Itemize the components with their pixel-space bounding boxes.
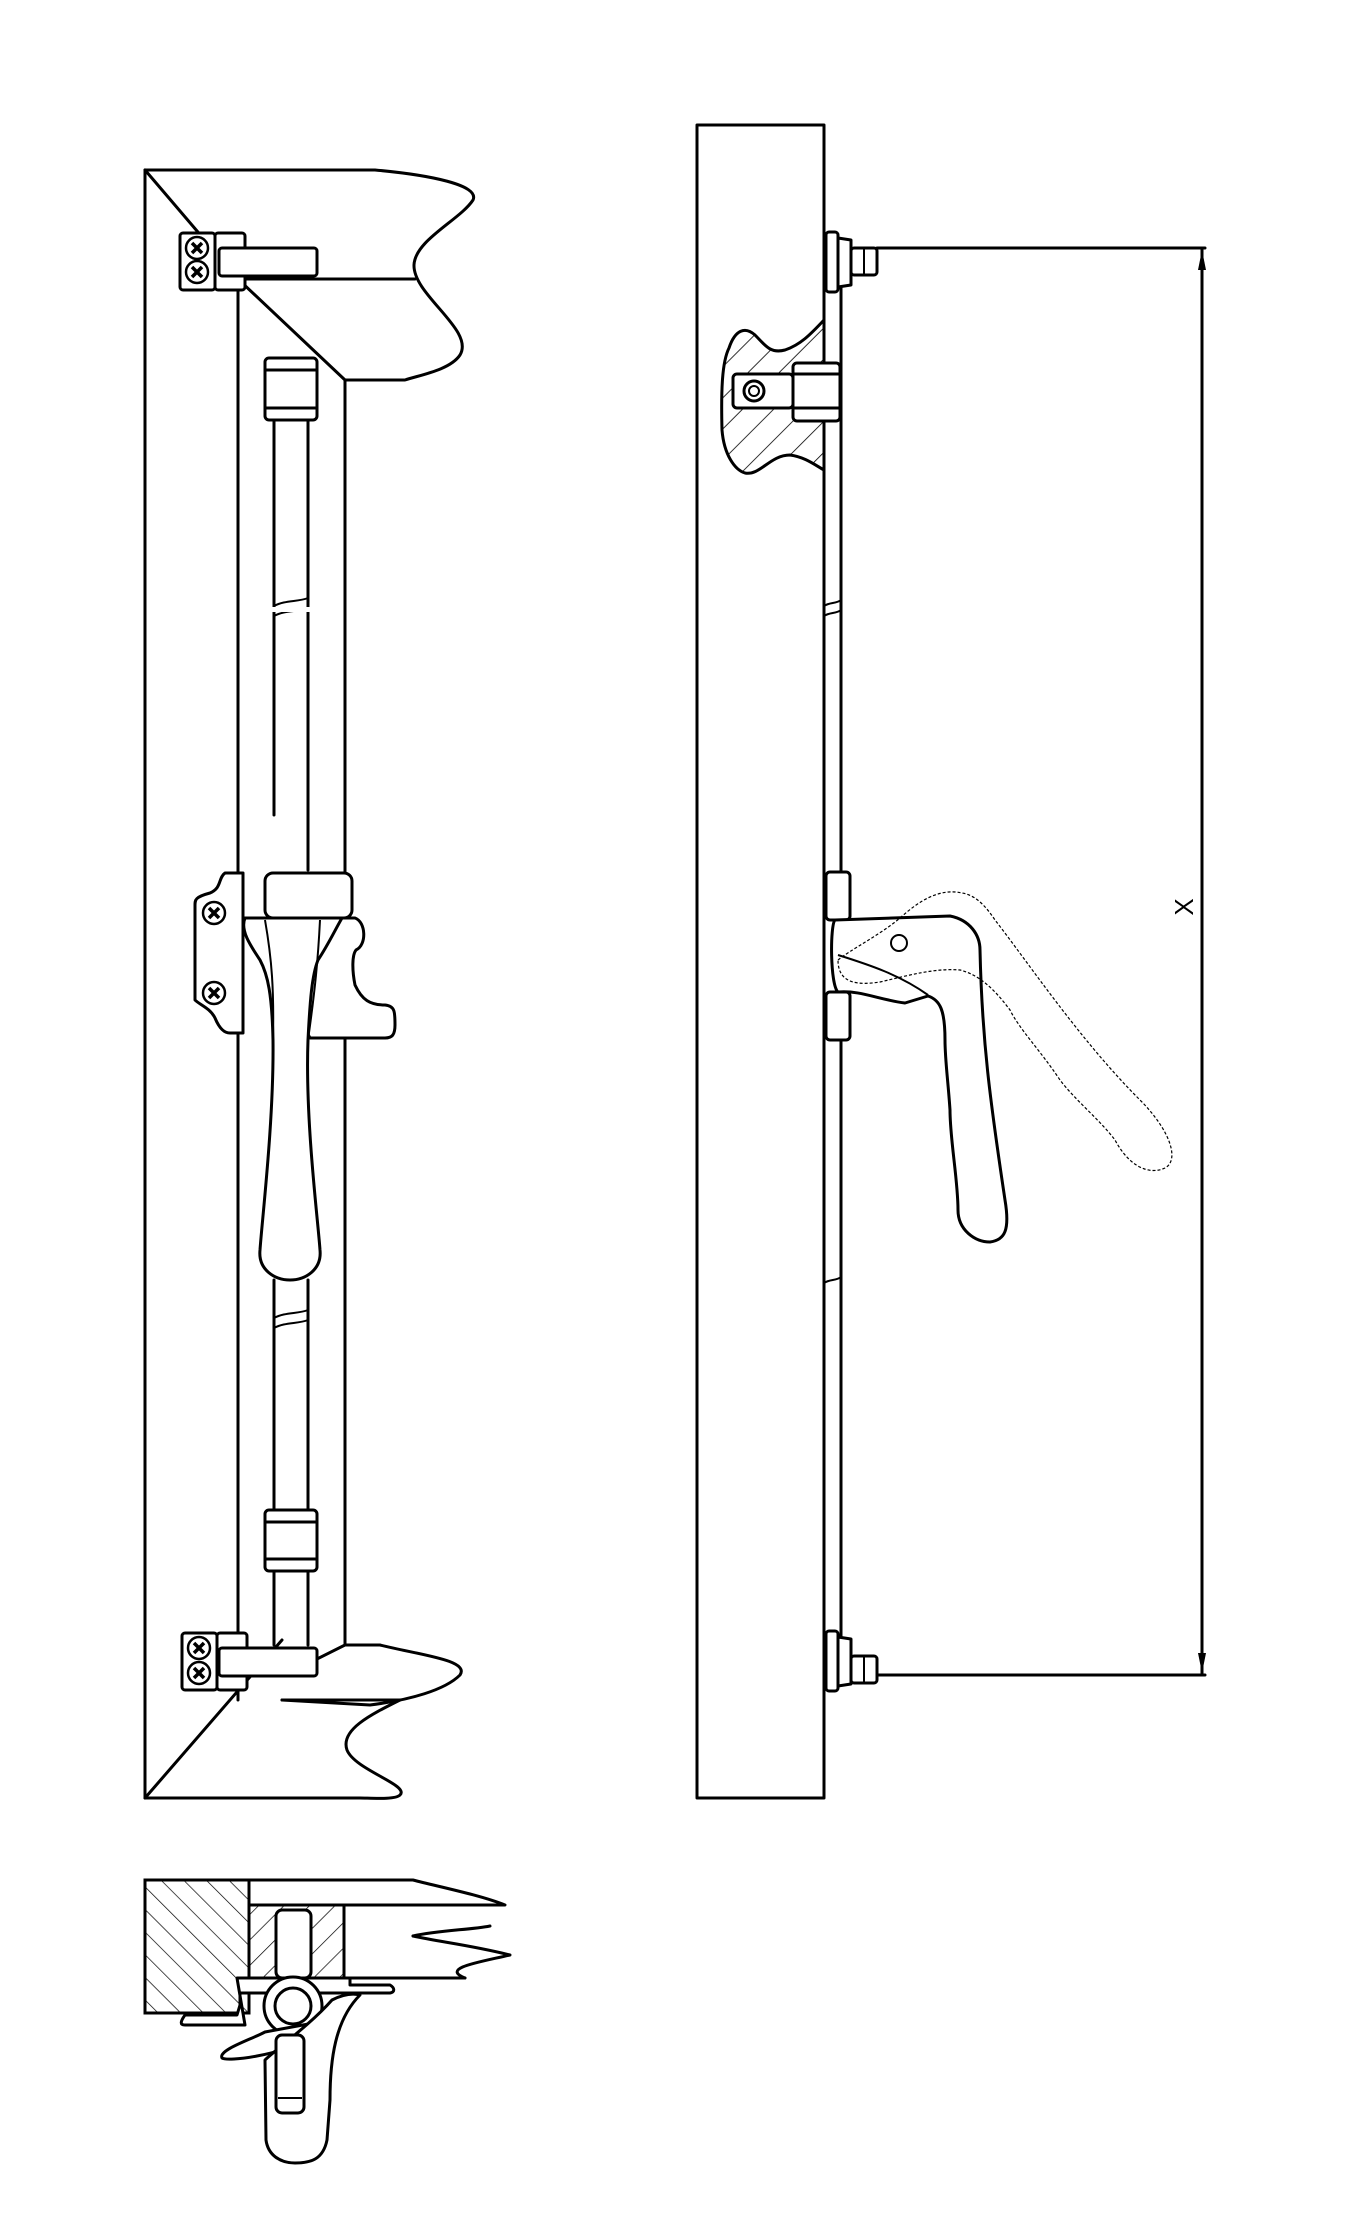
cross-head-screw-icon — [184, 235, 210, 261]
bottom-keeper — [180, 1631, 319, 1692]
cross-head-screw-icon — [186, 1660, 212, 1686]
handle-keeper-blocks — [824, 870, 852, 1042]
plan-section — [143, 1878, 512, 2165]
top-keeper — [178, 231, 319, 292]
top-bolt — [824, 230, 879, 294]
handle-side-open-ghost — [837, 891, 1173, 1172]
rod-guide-bottom — [263, 1508, 319, 1573]
espagnolette-rod — [270, 378, 312, 1647]
dimension-arrow-icon — [1198, 250, 1206, 270]
rod-guide-top — [263, 356, 319, 422]
front-view — [143, 168, 476, 1800]
dimension-x: X — [875, 246, 1207, 1677]
dimension-arrow-icon — [1198, 1653, 1206, 1673]
sectioned-cam — [720, 316, 842, 475]
cross-head-screw-icon — [186, 1635, 212, 1661]
cross-head-screw-icon — [201, 980, 227, 1006]
cross-head-screw-icon — [201, 900, 227, 926]
side-frame — [695, 123, 826, 1800]
cross-head-screw-icon — [184, 259, 210, 285]
handle-plate — [193, 871, 245, 1035]
bottom-bolt — [824, 1629, 879, 1693]
handle-side-closed — [830, 914, 1009, 1244]
side-view: X — [695, 123, 1207, 1800]
handle-front — [242, 871, 397, 1282]
dimension-label: X — [1169, 898, 1199, 915]
